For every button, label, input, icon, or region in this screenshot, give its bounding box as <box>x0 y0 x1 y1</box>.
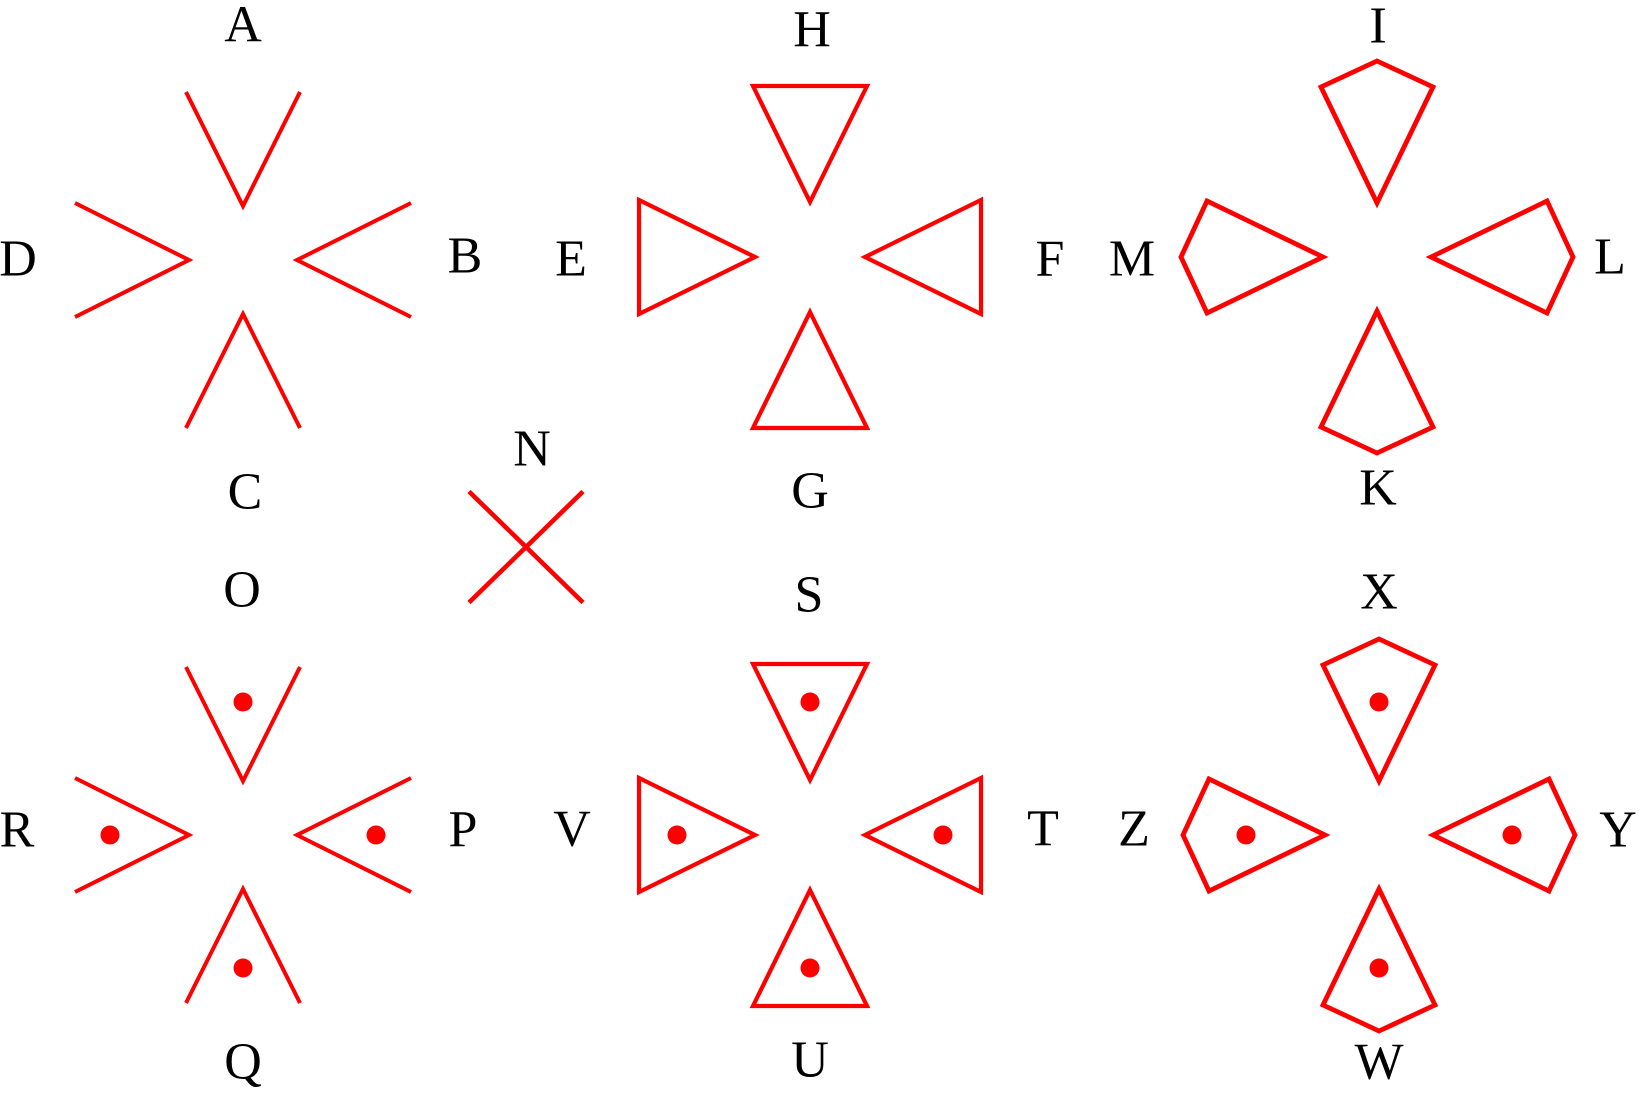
kite-shape-W <box>1319 883 1439 1034</box>
label-N: N <box>513 421 551 478</box>
label-Y: Y <box>1599 802 1637 859</box>
label-X: X <box>1360 564 1398 621</box>
label-K: K <box>1359 460 1397 517</box>
triangle-shape-G <box>749 307 871 431</box>
label-D: D <box>0 231 37 288</box>
kite-plain-cluster <box>1178 58 1576 456</box>
label-V: V <box>553 801 591 858</box>
chevron-shape-R <box>74 776 194 894</box>
triangle-dot-cluster <box>636 661 984 1009</box>
triangle-shape-U <box>749 885 871 1009</box>
dot-U <box>800 958 820 978</box>
kite-shape-K <box>1317 305 1437 456</box>
label-Q: Q <box>224 1034 262 1091</box>
dot-S <box>800 692 820 712</box>
label-H: H <box>793 2 831 59</box>
dot-Z <box>1236 825 1256 845</box>
chevron-plain-cluster <box>74 91 412 429</box>
label-Z: Z <box>1118 801 1150 858</box>
label-L: L <box>1594 229 1626 286</box>
label-A: A <box>224 0 262 54</box>
label-O: O <box>223 562 261 619</box>
kite-dot-cluster <box>1180 636 1578 1034</box>
label-F: F <box>1036 231 1065 288</box>
label-I: I <box>1369 0 1386 55</box>
label-C: C <box>228 464 263 521</box>
triangle-shape-V <box>636 774 760 896</box>
dot-Y <box>1502 825 1522 845</box>
chevron-shape-C <box>184 309 302 429</box>
label-B: B <box>448 228 483 285</box>
kite-shape-X <box>1319 636 1439 787</box>
triangle-shape-T <box>860 774 984 896</box>
dot-X <box>1369 692 1389 712</box>
dot-V <box>667 825 687 845</box>
label-R: R <box>0 802 35 859</box>
chevron-shape-B <box>292 201 412 319</box>
dot-O <box>233 692 253 712</box>
label-S: S <box>795 567 824 624</box>
label-M: M <box>1109 231 1155 288</box>
kite-shape-M <box>1178 197 1329 317</box>
chevron-shape-P <box>292 776 412 894</box>
dot-T <box>933 825 953 845</box>
dot-R <box>100 825 120 845</box>
label-E: E <box>555 231 587 288</box>
chevron-dot-cluster <box>74 666 412 1004</box>
label-G: G <box>791 463 829 520</box>
dot-W <box>1369 958 1389 978</box>
chevron-shape-D <box>74 201 194 319</box>
chevron-shape-A <box>184 91 302 211</box>
cross-line-slash <box>467 489 585 605</box>
label-U: U <box>791 1032 829 1089</box>
kite-shape-Y <box>1427 775 1578 895</box>
kite-shape-Z <box>1180 775 1331 895</box>
triangle-shape-E <box>636 196 760 318</box>
triangle-shape-S <box>749 661 871 785</box>
kite-shape-I <box>1317 58 1437 209</box>
label-P: P <box>449 802 478 859</box>
kite-shape-L <box>1425 197 1576 317</box>
triangle-shape-H <box>749 83 871 207</box>
label-T: T <box>1027 801 1059 858</box>
cross-cluster <box>467 489 585 605</box>
triangle-shape-F <box>860 196 984 318</box>
dot-P <box>366 825 386 845</box>
label-W: W <box>1354 1034 1403 1091</box>
triangle-plain-cluster <box>636 83 984 431</box>
chevron-shape-Q <box>184 884 302 1004</box>
chevron-shape-O <box>184 666 302 786</box>
dot-Q <box>233 958 253 978</box>
